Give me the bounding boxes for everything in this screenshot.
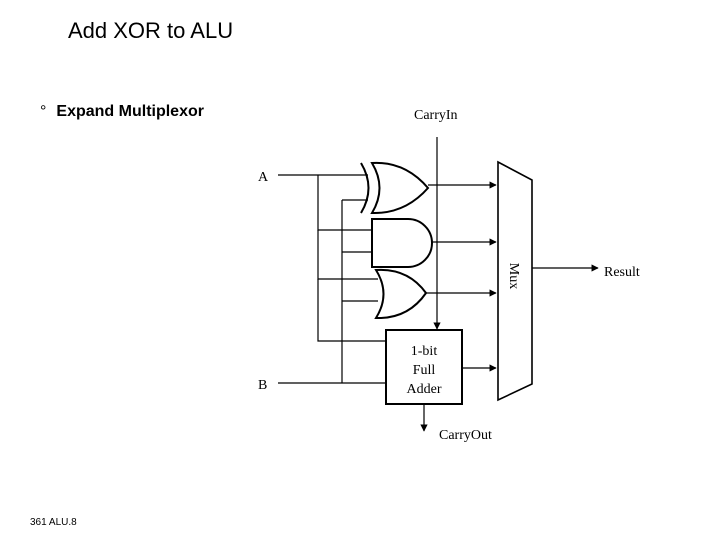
wire-a-to-and [317,175,372,231]
label-b: B [258,378,267,393]
slide-title: Add XOR to ALU [68,18,234,43]
wires [278,137,599,432]
mux-shape [497,160,533,402]
label-adder-line1: 1-bit [411,344,438,359]
label-adder-line2: Full [413,363,436,378]
full-adder-box [385,329,463,405]
bullet-marker: ° [40,103,47,120]
slide-footer: 361 ALU.8 [30,517,77,528]
bullet-expand-multiplexor: ° Expand Multiplexor [40,103,204,121]
wire-a-to-adder [317,279,386,342]
or-gate [374,268,428,320]
and-gate [371,218,433,268]
xor-gate [360,161,430,215]
label-a: A [258,170,269,185]
label-result: Result [604,265,640,280]
label-carry-in: CarryIn [414,108,458,123]
label-adder-line3: Adder [407,382,442,397]
label-mux: Mux [506,263,521,289]
wire-a-to-or [317,230,378,280]
label-carry-out: CarryOut [439,428,492,443]
bullet-text: Expand Multiplexor [56,103,204,120]
